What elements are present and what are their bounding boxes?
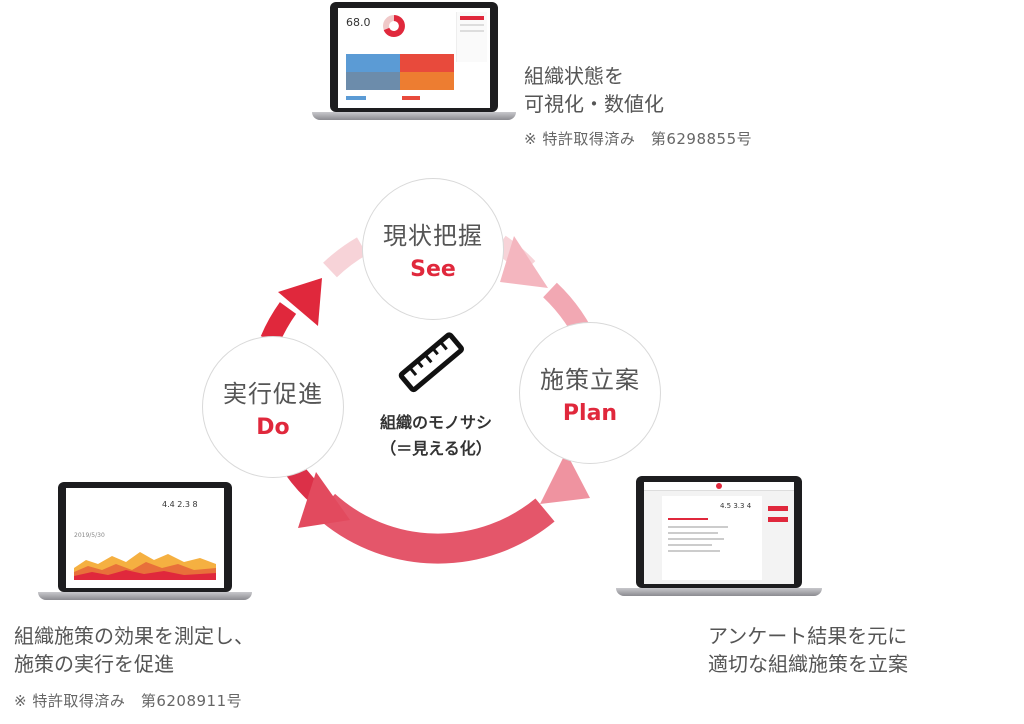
bottom-left-caption-line1: 組織施策の効果を測定し、	[14, 624, 254, 648]
arrowhead-see	[278, 278, 322, 326]
arrowhead-plan	[500, 236, 548, 288]
do-label-jp: 実行促進	[223, 380, 323, 408]
ruler-icon	[398, 332, 464, 393]
top-laptop-sidepanel	[456, 12, 487, 62]
see-label-jp: 現状把握	[383, 222, 483, 250]
top-laptop-screen: 68.0	[330, 2, 498, 112]
right-laptop-base	[616, 588, 822, 596]
bottom-left-caption: 組織施策の効果を測定し、 施策の実行を促進	[14, 622, 254, 678]
right-laptop-tags	[768, 506, 788, 522]
right-laptop-screen: 4.5 3.3 4	[636, 476, 802, 588]
see-circle: 現状把握 See	[362, 178, 504, 320]
bottom-right-caption-line2: 適切な組織施策を立案	[708, 652, 908, 676]
see-label-en: See	[410, 257, 456, 282]
arrow-top-left-light-segment	[323, 237, 368, 278]
left-laptop-display: 4.4 2.3 8 2019/5/30	[66, 488, 224, 588]
left-laptop-score: 4.4 2.3 8	[162, 500, 198, 509]
arrow-plan-to-do-segment	[314, 493, 555, 564]
left-laptop-screen: 4.4 2.3 8 2019/5/30	[58, 482, 232, 592]
right-laptop-topbar	[644, 482, 794, 491]
bottom-right-caption: アンケート結果を元に 適切な組織施策を立案	[708, 622, 908, 678]
arrowhead-plan-lower	[540, 452, 590, 504]
bottom-left-patent-note: ※ 特許取得済み 第6208911号	[14, 692, 243, 710]
plan-circle: 施策立案 Plan	[519, 322, 661, 464]
top-patent-note: ※ 特許取得済み 第6298855号	[524, 130, 753, 148]
top-caption-line2: 可視化・数値化	[524, 92, 664, 116]
right-laptop-panel: 4.5 3.3 4	[662, 496, 762, 580]
arrowhead-do	[298, 472, 350, 528]
do-circle: 実行促進 Do	[202, 336, 344, 478]
left-laptop-area-chart	[74, 552, 216, 580]
left-laptop-base	[38, 592, 252, 600]
do-label-en: Do	[256, 415, 290, 440]
top-laptop-base	[312, 112, 516, 120]
top-laptop-bars	[346, 96, 454, 102]
donut-chart-icon	[383, 15, 405, 37]
top-laptop-heatmap	[346, 54, 454, 90]
top-caption-line1: 組織状態を	[524, 64, 624, 88]
top-caption: 組織状態を 可視化・数値化	[524, 62, 664, 118]
center-label: 組織のモノサシ （＝見える化）	[356, 410, 516, 462]
center-label-line2: （＝見える化）	[380, 439, 492, 458]
bottom-left-caption-line2: 施策の実行を促進	[14, 652, 174, 676]
plan-label-en: Plan	[562, 401, 618, 426]
center-label-line1: 組織のモノサシ	[379, 413, 492, 432]
right-laptop-display: 4.5 3.3 4	[644, 482, 794, 584]
left-laptop-date: 2019/5/30	[74, 532, 105, 539]
plan-label-jp: 施策立案	[540, 366, 640, 394]
bottom-right-caption-line1: アンケート結果を元に	[708, 624, 908, 648]
top-laptop-display: 68.0	[338, 8, 490, 108]
right-laptop-score: 4.5 3.3 4	[720, 502, 752, 510]
top-laptop-score: 68.0	[346, 16, 371, 29]
